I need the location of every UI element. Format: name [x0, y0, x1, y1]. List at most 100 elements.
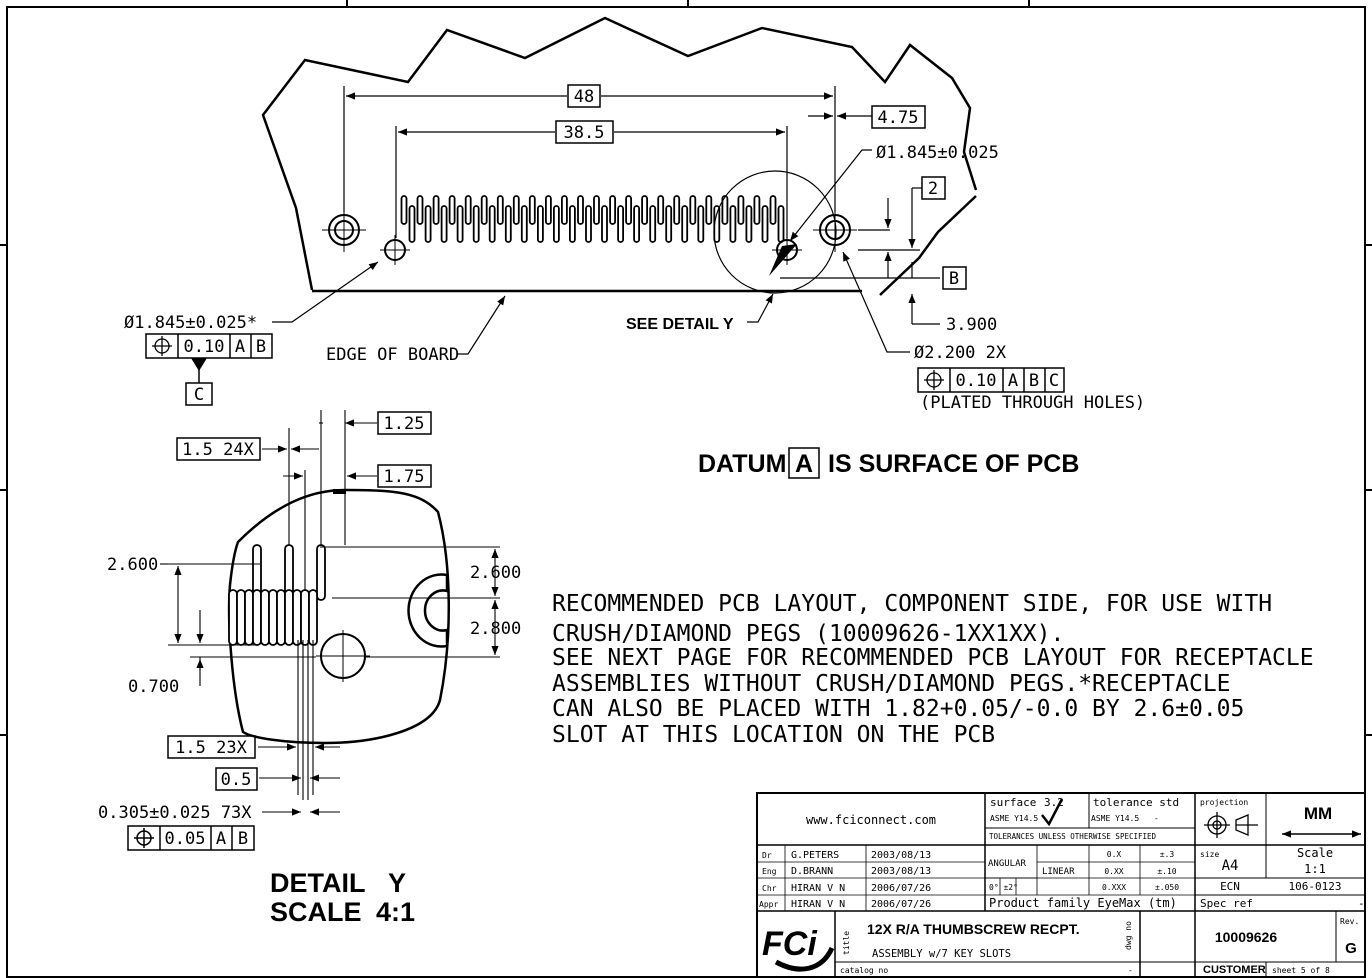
pcb-outline — [261, 16, 978, 296]
row-role: Appr — [759, 900, 778, 909]
note-line: ASSEMBLIES WITHOUT CRUSH/DIAMOND PEGS.*R… — [552, 671, 1231, 697]
size-value: A4 — [1222, 858, 1239, 874]
contact-pad — [416, 195, 424, 225]
contact-pad — [753, 195, 761, 225]
detail-slot — [252, 589, 262, 646]
row-role: Chr — [762, 884, 777, 893]
dim-1-75: 1.75 — [384, 467, 425, 487]
fcf-left-tolerance: 0.10 — [184, 337, 225, 357]
row-name: G.PETERS — [791, 850, 839, 861]
dim-4-75: 4.75 — [878, 108, 919, 128]
row-date: 2006/07/26 — [871, 899, 931, 910]
plated-through-holes-note: (PLATED THROUGH HOLES) — [920, 393, 1145, 413]
contact-pad — [408, 205, 416, 243]
tolerances-unless: TOLERANCES UNLESS OTHERWISE SPECIFIED — [989, 832, 1157, 841]
contact-pad — [761, 205, 769, 243]
dim-2-800: 2.800 — [470, 619, 521, 639]
drawing-subtitle: ASSEMBLY w/7 KEY SLOTS — [872, 948, 1011, 960]
contact-pad — [697, 205, 705, 243]
surface-check-icon — [1041, 798, 1064, 827]
main-dimension-boxes — [145, 84, 1065, 406]
dim-2-600-right: 2.600 — [470, 563, 521, 583]
detail-title-letter: Y — [388, 868, 406, 898]
contact-pad — [601, 205, 608, 243]
contact-pad — [488, 205, 496, 243]
scale-value: 1:1 — [1304, 862, 1326, 876]
detail-scale-value: 4:1 — [376, 897, 415, 927]
see-detail-label: SEE DETAIL Y — [626, 316, 734, 333]
note-line: CRUSH/DIAMOND PEGS (10009626-1XX1XX). — [552, 621, 1064, 647]
dwg-no-label: dwg no — [1124, 921, 1133, 950]
detail-slot — [300, 589, 310, 646]
row-date: 2006/07/26 — [871, 883, 931, 894]
hole-diameter-top: Ø1.845±0.025 — [876, 143, 999, 163]
contact-pad — [633, 205, 640, 243]
asme-tolerance: ASME Y14.5 — [1091, 814, 1139, 823]
tol-place: 0.XXX — [1102, 883, 1126, 892]
size-label: size — [1200, 850, 1219, 859]
units: MM — [1304, 804, 1332, 823]
contact-pad — [609, 195, 616, 225]
contact-pad — [512, 195, 520, 225]
dim-1-5-23x: 1.5 23X — [175, 738, 247, 758]
dim-0-700: 0.700 — [128, 677, 179, 697]
angular-values: 0° ±2° — [989, 883, 1018, 892]
detail-slot — [260, 589, 270, 646]
detail-slot — [276, 589, 286, 646]
detail-slot — [228, 589, 238, 646]
datum-b-label: B — [949, 269, 959, 289]
row-role: Dr — [762, 851, 772, 860]
pad-array — [400, 195, 785, 243]
note-line: RECOMMENDED PCB LAYOUT, COMPONENT SIDE, … — [552, 591, 1272, 617]
fcf-detail-datum-a: A — [216, 829, 226, 849]
contact-pad — [472, 205, 480, 243]
dim-2-600-left: 2.600 — [107, 555, 158, 575]
contact-pad — [520, 205, 528, 243]
detail-slot — [236, 589, 246, 646]
dim-3-900: 3.900 — [946, 315, 997, 335]
dim-1-25: 1.25 — [384, 414, 425, 434]
tol-value: ±.050 — [1155, 883, 1179, 892]
contact-pad — [721, 195, 729, 225]
row-date: 2003/08/13 — [871, 866, 931, 877]
contact-pad — [432, 195, 440, 225]
detail-dimension-lines — [160, 410, 500, 816]
contact-pad — [665, 205, 673, 243]
ecn-label: ECN — [1220, 880, 1240, 893]
row-date: 2003/08/13 — [871, 850, 931, 861]
tol-place: 0.XX — [1104, 867, 1123, 876]
fcf-detail-datum-b: B — [238, 829, 248, 849]
projection-icon — [1204, 812, 1258, 838]
contact-pad — [625, 195, 632, 225]
scale-label: Scale — [1297, 846, 1333, 860]
dwg-no: 10009626 — [1215, 929, 1278, 945]
website: www.fciconnect.com — [806, 813, 936, 827]
ecn-value: 106-0123 — [1289, 880, 1342, 893]
contact-pad — [504, 205, 512, 243]
contact-pad — [553, 205, 560, 243]
contact-pad — [464, 195, 472, 225]
contact-pad — [480, 195, 488, 225]
contact-pad — [657, 195, 665, 225]
contact-pad — [456, 205, 464, 243]
asme-tolerance-dash: - — [1154, 814, 1159, 823]
sheet-number: sheet 5 of 8 — [1272, 966, 1330, 975]
angular-label: ANGULAR — [988, 859, 1027, 869]
contact-pad — [585, 205, 592, 243]
row-name: D.BRANN — [791, 866, 833, 877]
detail-slot — [268, 589, 278, 646]
dim-48: 48 — [574, 87, 594, 107]
note-line: CAN ALSO BE PLACED WITH 1.82+0.05/-0.0 B… — [552, 696, 1244, 722]
contact-pad — [569, 205, 576, 243]
row-name: HIRAN V N — [791, 883, 845, 894]
detail-marker-tab — [333, 489, 346, 494]
contact-pad — [448, 195, 456, 225]
hole-diameter-left: Ø1.845±0.025* — [124, 313, 257, 333]
contact-pad — [705, 195, 713, 225]
contact-pad — [496, 195, 504, 225]
contact-pad — [440, 205, 448, 243]
detail-dimension-boxes — [127, 411, 432, 851]
asme-surface: ASME Y14.5 — [990, 814, 1038, 823]
fcf-detail-tolerance: 0.05 — [165, 829, 206, 849]
detail-slot — [284, 589, 294, 646]
